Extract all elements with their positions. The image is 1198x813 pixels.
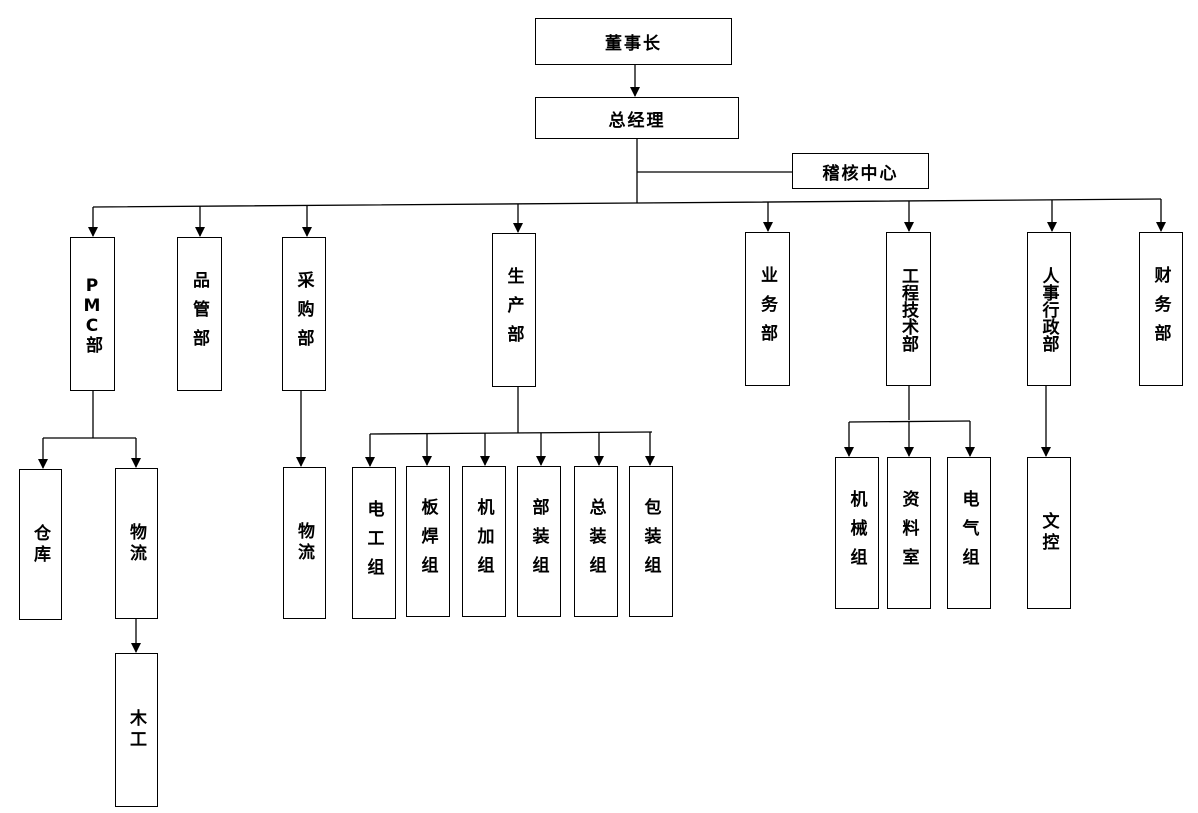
documents-room-box: 资料室 <box>887 457 931 609</box>
audit-center-label: 稽核中心 <box>822 163 899 184</box>
final-assembly-group-label: 总装组 <box>585 498 606 585</box>
hr-admin-dept-label: 人事行政部 <box>1038 266 1059 352</box>
final-assembly-group-box: 总装组 <box>574 466 618 617</box>
pmc-dept-box: PMC部 <box>70 237 115 391</box>
chairman-box: 董事长 <box>535 18 732 65</box>
chairman-label: 董事长 <box>605 34 662 54</box>
finance-dept-box: 财务部 <box>1139 232 1183 386</box>
electric-group-label: 电气组 <box>958 489 979 577</box>
finance-dept-label: 财务部 <box>1150 265 1171 353</box>
sales-dept-label: 业务部 <box>757 265 777 353</box>
warehouse-label: 仓库 <box>30 523 50 566</box>
purchase-dept-label: 采购部 <box>293 270 314 358</box>
document-control-label: 文控 <box>1038 512 1059 554</box>
pmc-logistics-label: 物流 <box>126 522 146 565</box>
sheet-weld-group-label: 板焊组 <box>417 498 438 585</box>
production-dept-box: 生产部 <box>492 233 536 387</box>
mechanical-group-box: 机械组 <box>835 457 879 609</box>
connector-production-bus <box>369 431 653 435</box>
engineering-dept-box: 工程技术部 <box>886 232 931 386</box>
packaging-group-label: 包装组 <box>640 498 661 585</box>
electrical-group-label: 电工组 <box>363 499 384 587</box>
production-dept-label: 生产部 <box>503 266 524 354</box>
electric-group-box: 电气组 <box>947 457 991 609</box>
general-manager-label: 总经理 <box>608 110 666 131</box>
purchase-logistics-box: 物流 <box>283 467 326 619</box>
engineering-dept-label: 工程技术部 <box>898 266 918 352</box>
documents-room-label: 资料室 <box>898 489 919 577</box>
woodwork-label: 木工 <box>126 709 146 751</box>
sales-dept-box: 业务部 <box>745 232 790 386</box>
purchase-logistics-label: 物流 <box>294 522 314 564</box>
connector-main-bus <box>92 198 1162 208</box>
document-control-box: 文控 <box>1027 457 1071 609</box>
purchase-dept-box: 采购部 <box>282 237 326 391</box>
pmc-logistics-box: 物流 <box>115 468 158 619</box>
quality-dept-box: 品管部 <box>177 237 222 391</box>
woodwork-box: 木工 <box>115 653 158 807</box>
warehouse-box: 仓库 <box>19 469 62 620</box>
mechanical-group-label: 机械组 <box>846 489 867 577</box>
audit-center-box: 稽核中心 <box>792 153 929 189</box>
pmc-dept-label: PMC部 <box>82 275 102 353</box>
parts-assembly-group-label: 部装组 <box>528 498 549 585</box>
machining-group-box: 机加组 <box>462 466 506 617</box>
parts-assembly-group-box: 部装组 <box>517 466 561 617</box>
quality-dept-label: 品管部 <box>189 270 209 358</box>
hr-admin-dept-box: 人事行政部 <box>1027 232 1071 386</box>
machining-group-label: 机加组 <box>473 498 494 585</box>
general-manager-box: 总经理 <box>535 97 739 139</box>
electrical-group-box: 电工组 <box>352 467 396 619</box>
sheet-weld-group-box: 板焊组 <box>406 466 450 617</box>
packaging-group-box: 包装组 <box>629 466 673 617</box>
